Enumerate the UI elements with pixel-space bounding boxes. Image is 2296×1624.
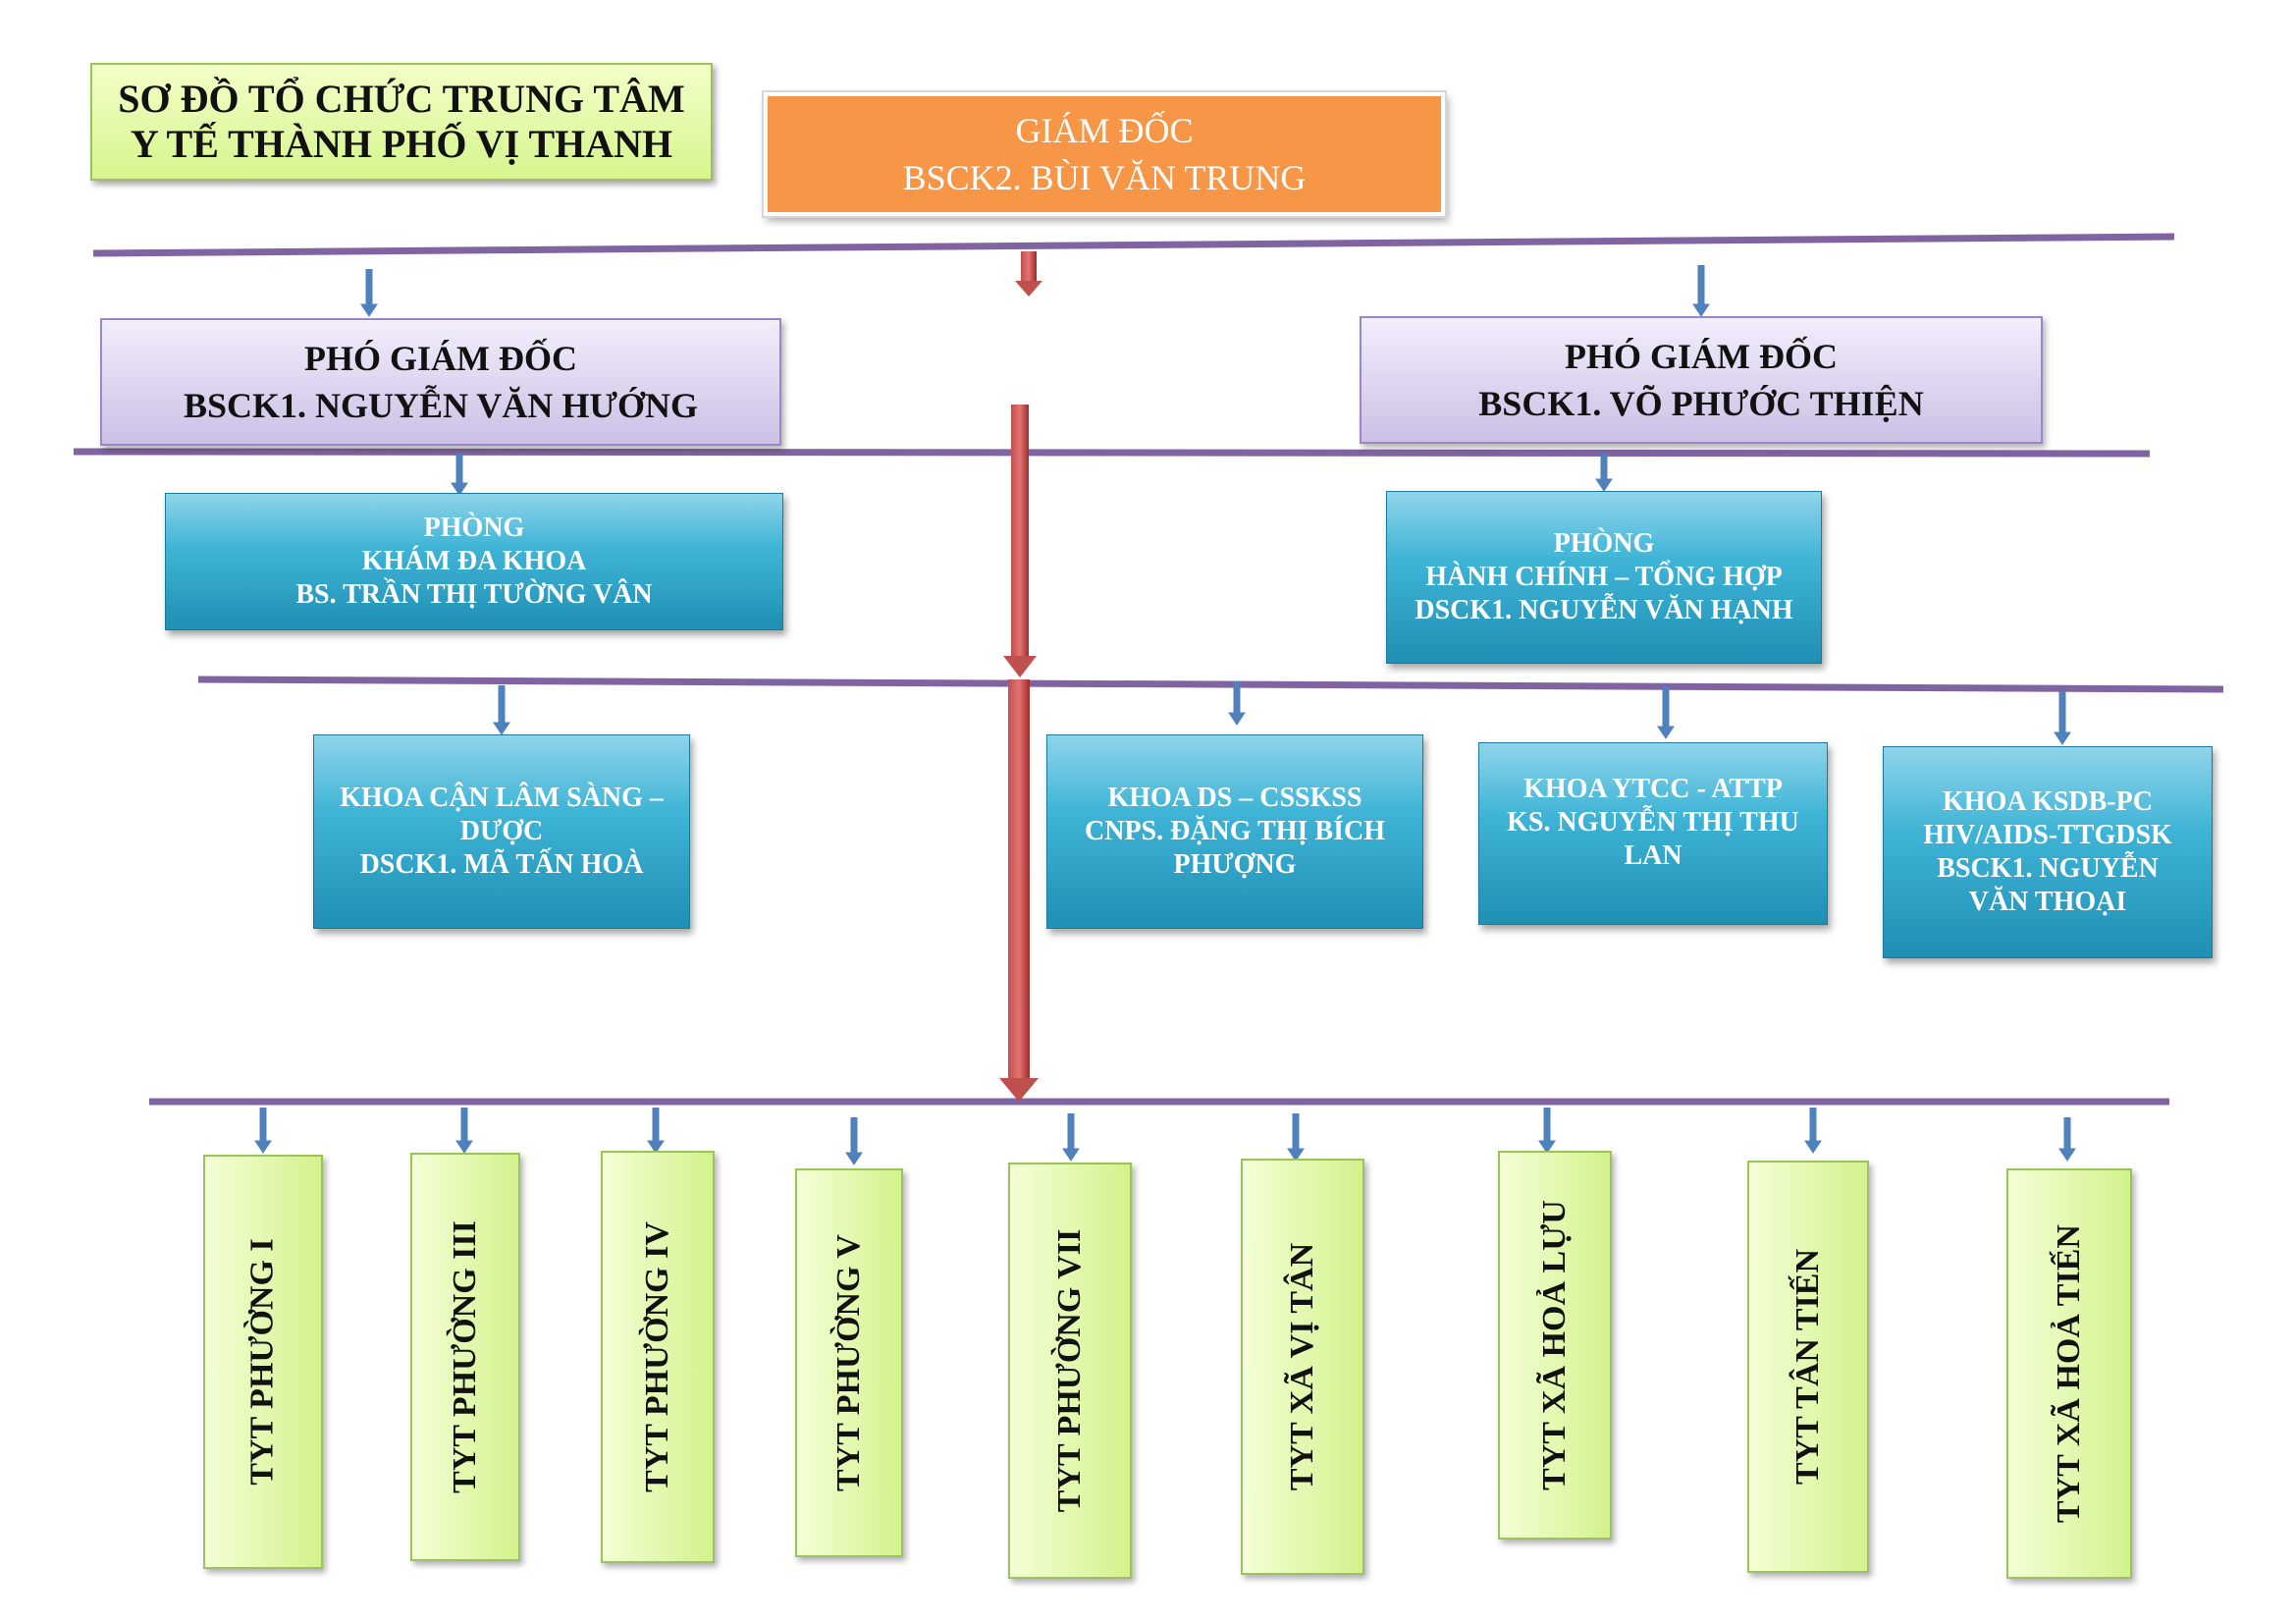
station-label: TYT TÂN TIẾN	[1789, 1249, 1826, 1485]
office-box-2: PHÒNG HÀNH CHÍNH – TỔNG HỢP DSCK1. NGUYỄ…	[1386, 491, 1822, 664]
station-label: TYT PHƯỜNG I	[244, 1238, 281, 1486]
department-box-3: KHOA YTCC - ATTP KS. NGUYỄN THỊ THU LAN	[1478, 742, 1828, 925]
trunk-arrow-2	[999, 679, 1039, 1102]
arrow-station-8	[1804, 1108, 1822, 1154]
department-line: KHOA KSDB-PC	[1943, 786, 2153, 817]
bus-line-3	[197, 676, 2224, 693]
arrow-station-6	[1287, 1113, 1305, 1162]
chart-title: SƠ ĐỒ TỔ CHỨC TRUNG TÂM Y TẾ THÀNH PHỐ V…	[90, 63, 713, 181]
office-line: BS. TRẦN THỊ TƯỜNG VÂN	[295, 579, 653, 610]
deputy-box-2: PHÓ GIÁM ĐỐC BSCK1. VÕ PHƯỚC THIỆN	[1360, 316, 2043, 444]
office-line: HÀNH CHÍNH – TỔNG HỢP	[1425, 562, 1783, 592]
bus-line-1	[92, 233, 2175, 257]
department-box-4: KHOA KSDB-PC HIV/AIDS-TTGDSK BSCK1. NGUY…	[1883, 746, 2213, 958]
office-line: PHÒNG	[1553, 528, 1655, 559]
arrow-station-1	[254, 1108, 272, 1154]
department-line: HIV/AIDS-TTGDSK	[1923, 820, 2172, 850]
department-line: DSCK1. MÃ TẤN HOÀ	[359, 849, 644, 880]
station-box-6: TYT XÃ VỊ TÂN	[1241, 1159, 1364, 1575]
station-label: TYT PHƯỜNG V	[830, 1234, 867, 1491]
department-line: CNPS. ĐẶNG THỊ BÍCH	[1085, 816, 1385, 846]
arrow-station-5	[1062, 1113, 1080, 1162]
arrow-dept-2	[1228, 681, 1246, 726]
arrow-station-4	[845, 1117, 863, 1165]
department-line: KS. NGUYỄN THỊ THU	[1507, 807, 1799, 838]
trunk-arrow-top	[1015, 251, 1042, 297]
bus-line-2	[73, 448, 2151, 458]
station-label: TYT XÃ HOẢ TIẾN	[2051, 1224, 2087, 1523]
station-box-8: TYT TÂN TIẾN	[1747, 1161, 1869, 1573]
arrow-station-3	[647, 1108, 665, 1154]
office-line: PHÒNG	[423, 513, 525, 543]
station-label: TYT PHƯỜNG VII	[1051, 1228, 1089, 1513]
deputy-role: PHÓ GIÁM ĐỐC	[304, 339, 577, 378]
arrow-station-2	[455, 1108, 473, 1154]
department-line: VĂN THOẠI	[1968, 887, 2127, 917]
arrow-deputy-2	[1692, 265, 1710, 317]
department-line: BSCK1. NGUYỄN	[1937, 853, 2159, 884]
arrow-dept-1	[493, 685, 510, 735]
office-line: KHÁM ĐA KHOA	[361, 546, 587, 576]
arrow-station-7	[1538, 1108, 1556, 1154]
station-box-9: TYT XÃ HOẢ TIẾN	[2006, 1168, 2132, 1579]
station-label: TYT XÃ VỊ TÂN	[1284, 1242, 1320, 1491]
department-box-1: KHOA CẬN LÂM SÀNG – DƯỢC DSCK1. MÃ TẤN H…	[313, 734, 690, 929]
deputy-role: PHÓ GIÁM ĐỐC	[1565, 337, 1838, 376]
department-line: KHOA YTCC - ATTP	[1523, 774, 1783, 804]
chart-title-line2: Y TẾ THÀNH PHỐ VỊ THANH	[130, 122, 673, 166]
arrow-dept-3	[1657, 687, 1675, 739]
department-line: KHOA CẬN LÂM SÀNG –	[340, 783, 664, 813]
trunk-arrow-1	[1003, 405, 1037, 677]
station-box-2: TYT PHƯỜNG III	[410, 1153, 520, 1561]
station-label: TYT PHƯỜNG III	[447, 1220, 483, 1493]
director-box: GIÁM ĐỐC BSCK2. BÙI VĂN TRUNG	[762, 90, 1447, 218]
arrow-office-1	[451, 454, 468, 496]
station-label: TYT XÃ HOẢ LỰU	[1536, 1200, 1574, 1490]
director-name: BSCK2. BÙI VĂN TRUNG	[902, 158, 1307, 197]
department-line: KHOA DS – CSSKSS	[1107, 783, 1362, 813]
deputy-name: BSCK1. NGUYỄN VĂN HƯỚNG	[183, 386, 699, 425]
department-box-2: KHOA DS – CSSKSS CNPS. ĐẶNG THỊ BÍCH PHƯ…	[1046, 734, 1423, 929]
deputy-box-1: PHÓ GIÁM ĐỐC BSCK1. NGUYỄN VĂN HƯỚNG	[100, 318, 781, 446]
arrow-office-2	[1595, 454, 1613, 492]
arrow-station-9	[2058, 1117, 2076, 1162]
department-line: DƯỢC	[459, 816, 544, 846]
office-line: DSCK1. NGUYỄN VĂN HẠNH	[1415, 595, 1793, 625]
chart-title-line1: SƠ ĐỒ TỔ CHỨC TRUNG TÂM	[118, 77, 685, 121]
director-role: GIÁM ĐỐC	[1015, 111, 1194, 150]
station-label: TYT PHƯỜNG IV	[639, 1221, 675, 1492]
station-box-7: TYT XÃ HOẢ LỰU	[1498, 1151, 1612, 1540]
office-box-1: PHÒNG KHÁM ĐA KHOA BS. TRẦN THỊ TƯỜNG VÂ…	[165, 493, 783, 630]
station-box-3: TYT PHƯỜNG IV	[601, 1151, 715, 1563]
department-line: PHƯỢNG	[1173, 849, 1297, 880]
arrow-dept-4	[2054, 691, 2071, 745]
arrow-deputy-1	[360, 269, 378, 317]
station-box-1: TYT PHƯỜNG I	[203, 1155, 323, 1569]
deputy-name: BSCK1. VÕ PHƯỚC THIỆN	[1478, 384, 1924, 423]
department-line: LAN	[1624, 840, 1682, 871]
station-box-4: TYT PHƯỜNG V	[795, 1168, 903, 1557]
station-box-5: TYT PHƯỜNG VII	[1008, 1163, 1132, 1579]
